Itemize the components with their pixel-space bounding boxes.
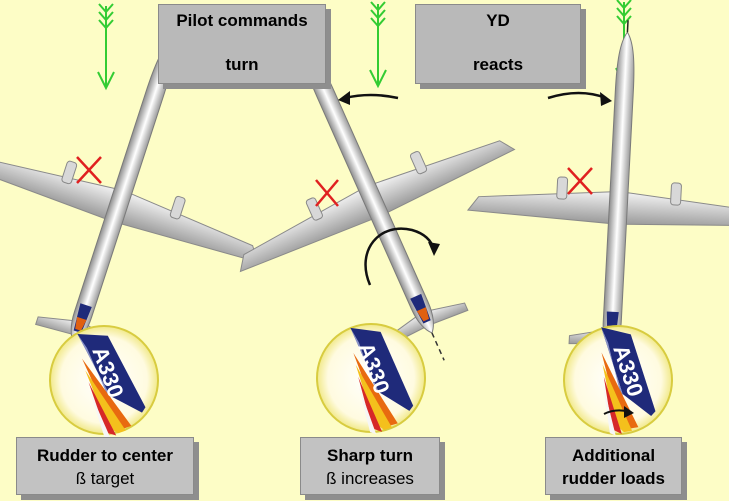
- wind-arrow-left: [97, 3, 115, 89]
- rotation-arrow-right-top: [547, 91, 612, 106]
- pilot-turn-label: turn: [225, 55, 259, 74]
- caption-middle: Sharp turn ß increases: [300, 437, 440, 495]
- tail-lens-right: [563, 325, 673, 439]
- caption-left-line2: ß target: [75, 469, 135, 488]
- caption-right-line2: rudder loads: [562, 469, 665, 488]
- caption-middle-line1: Sharp turn: [327, 446, 413, 465]
- pilot-commands-box: Pilot commands turn: [158, 4, 326, 84]
- caption-middle-line2: ß increases: [326, 469, 414, 488]
- rotation-arrow-middle-top: [338, 91, 399, 105]
- cross-middle: [315, 179, 339, 207]
- yd-label: YD: [486, 11, 510, 30]
- cross-right: [567, 167, 593, 195]
- caption-right: Additional rudder loads: [545, 437, 682, 495]
- cross-left: [76, 156, 102, 184]
- caption-left-line1: Rudder to center: [36, 446, 174, 465]
- wind-arrow-middle: [369, 1, 387, 87]
- caption-left: Rudder to center ß target: [16, 437, 194, 495]
- yd-reacts-label: reacts: [472, 55, 524, 74]
- tail-lens-left: [49, 325, 159, 441]
- rotation-arrow-middle-turn: [364, 227, 440, 286]
- yd-reacts-box: YD reacts: [415, 4, 581, 84]
- pilot-commands-label: Pilot commands: [176, 11, 308, 30]
- tail-lens-middle: [316, 323, 426, 435]
- caption-right-line1: Additional: [571, 446, 656, 465]
